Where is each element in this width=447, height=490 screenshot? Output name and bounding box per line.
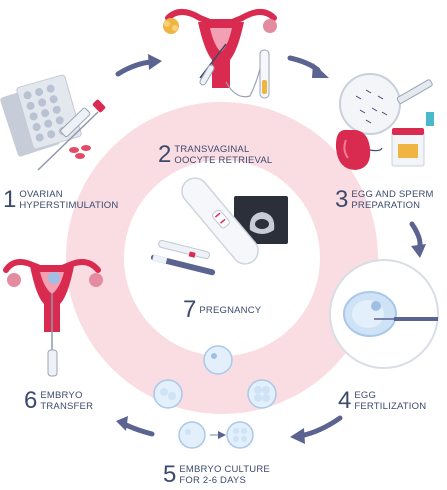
step-title: EMBRYO TRANSFER xyxy=(40,390,93,412)
step-title-line: EMBRYO CULTURE xyxy=(179,464,270,475)
step-title-line: OVARIAN xyxy=(19,189,63,200)
step-number: 4 xyxy=(338,387,352,414)
step-title-line: TRANSVAGINAL xyxy=(174,144,250,155)
arrow-1-to-2 xyxy=(115,54,162,77)
step-title: EMBRYO CULTURE FOR 2-6 DAYS xyxy=(179,464,270,486)
step-title-line: OOCYTE RETRIEVAL xyxy=(174,155,273,166)
embryo-cells-icon xyxy=(153,345,277,449)
step-4-label: 4 EGG FERTILIZATION xyxy=(338,389,426,413)
step-title-line: FOR 2-6 DAYS xyxy=(179,475,246,486)
step-title-line: HYPERSTIMULATION xyxy=(19,200,119,211)
pills-and-syringe-icon xyxy=(0,74,106,171)
egg-injection-icon xyxy=(329,259,439,369)
step-number: 6 xyxy=(24,387,38,414)
step-title: EGG AND SPERM PREPARATION xyxy=(351,189,433,211)
arrow-5-to-6 xyxy=(116,416,155,437)
step-number: 5 xyxy=(163,461,177,488)
step-title: TRANSVAGINAL OOCYTE RETRIEVAL xyxy=(174,144,272,166)
step-title-line: EGG AND SPERM xyxy=(351,189,434,200)
step-1-label: 1 OVARIAN HYPERSTIMULATION xyxy=(3,188,118,212)
step-5-label: 5 EMBRYO CULTURE FOR 2-6 DAYS xyxy=(163,463,270,487)
step-title-line: FERTILIZATION xyxy=(354,401,427,412)
step-title-line: PREPARATION xyxy=(351,200,421,211)
arrow-4-to-5 xyxy=(290,415,343,444)
sperm-dish-icon xyxy=(335,73,434,170)
step-2-label: 2 TRANSVAGINAL OOCYTE RETRIEVAL xyxy=(158,143,272,167)
center-ring xyxy=(66,102,378,414)
step-title-line: EGG xyxy=(354,390,377,401)
uterus-transfer-icon xyxy=(3,259,103,377)
arrow-3-to-4 xyxy=(409,221,426,258)
pregnancy-test-icon xyxy=(150,177,288,276)
step-title-line: EMBRYO xyxy=(40,390,83,401)
uterus-retrieval-icon xyxy=(163,9,277,99)
step-number: 7 xyxy=(183,296,197,323)
step-number: 2 xyxy=(158,141,172,168)
step-title: PREGNANCY xyxy=(199,305,261,316)
step-number: 1 xyxy=(3,186,17,213)
step-title: EGG FERTILIZATION xyxy=(354,390,426,412)
step-title: OVARIAN HYPERSTIMULATION xyxy=(19,189,118,211)
step-title-line: TRANSFER xyxy=(40,401,94,412)
step-7-label: 7 PREGNANCY xyxy=(183,298,261,322)
step-title-line: PREGNANCY xyxy=(199,304,262,316)
step-number: 3 xyxy=(335,186,349,213)
arrow-2-to-3 xyxy=(287,55,329,78)
step-6-label: 6 EMBRYO TRANSFER xyxy=(24,389,93,413)
step-3-label: 3 EGG AND SPERM PREPARATION xyxy=(335,188,434,212)
